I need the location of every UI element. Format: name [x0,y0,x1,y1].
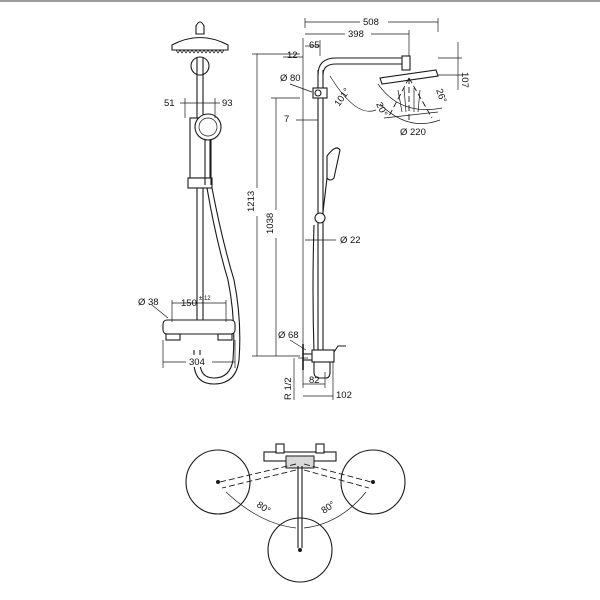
swept-arm-left-b [221,469,297,489]
hand-shower-face [198,117,218,137]
dim-398-bg [345,27,371,39]
sheet-top-border [0,0,600,2]
angle-arc-101 [329,75,377,112]
dim-101-angle-label: 101° [332,86,352,109]
shower-hose-outer [199,187,235,379]
dim-38-leader [151,304,169,319]
swing-circle-left [185,449,251,515]
side-hose [312,224,315,353]
dim-r12-label: R 1/2 [283,377,294,400]
side-mixer-lever [333,345,346,353]
spray-line-1 [387,77,410,119]
dim-1213-bg [251,188,264,216]
spray-ray-d [417,89,421,113]
dim-65-label: 65 [309,40,320,51]
dim-7-label: 7 [284,114,289,125]
dim-51-label: 51 [164,98,175,109]
side-outlet [313,362,331,379]
swing-circle-center [267,517,333,583]
top-left-valve [275,443,285,454]
dim-107-label: 107 [459,72,470,88]
shower-hose-inner [193,187,241,385]
swept-arm-left-a [219,463,297,483]
side-elbow [312,87,328,99]
dim-20-angle-label: 20° [373,101,389,119]
swing-center-middle [298,548,302,552]
side-elbow-hole [314,89,322,97]
side-hand-shower-handle [322,177,328,213]
dim-508-label: 508 [363,17,379,28]
dim-80-leader [289,83,313,93]
side-holder-knob [314,212,326,224]
dim-150-tolerance: ± 12 [199,296,211,302]
dim-12-label: 12 [287,50,298,61]
top-mixer-body [285,455,315,469]
spray-ray-a [397,89,403,113]
swing-arc-right [303,491,367,529]
shower-arm-bottom [322,63,402,76]
dim-26-angle-label: 26° [433,87,448,104]
angle-arc-spray [379,103,441,124]
side-shower-head [379,69,439,85]
shower-arm-top [317,57,402,76]
angle-80-right-label: 80° [319,499,337,516]
showerhead-top-nut [195,21,205,35]
top-right-valve [315,443,325,454]
overhead-shower-head [171,36,229,51]
thermostat-left-knob [165,333,181,341]
dim-508-bg [360,15,388,27]
dim-82-label: 82 [309,375,320,386]
dim-38-label: Ø 38 [138,297,159,308]
swing-circle-right [340,449,406,515]
front-view: 51 93 Ø 38 150 ± 12 304 [138,21,241,385]
dim-1038-bg [270,210,283,238]
dim-80-label: Ø 80 [280,73,301,84]
dim-398-label: 398 [348,29,364,40]
thermostat-body [162,319,236,335]
swing-center-left [216,480,220,484]
dim-150-label: 150 [181,298,197,309]
dim-68-leader [289,339,307,351]
dim-1038-label: 1038 [265,213,276,234]
swept-arm-right-b [303,469,370,489]
swing-arc-left [225,491,297,529]
arm-head-connector [401,55,411,71]
showerhead-nozzles [175,49,225,54]
dim-220-line [383,111,439,119]
side-view: 508 398 65 12 107 Ø 80 101° 20° [246,15,470,401]
dim-304-bg [186,355,212,367]
swing-center-right [371,480,375,484]
spray-ray-b [403,87,407,113]
dim-220-label: Ø 220 [400,127,426,138]
dim-1213-label: 1213 [246,191,257,212]
side-hand-shower [326,147,341,181]
thermostat-right-knob [217,333,233,341]
dim-22-label: Ø 22 [340,235,361,246]
dim-102-label: 102 [336,390,352,401]
swept-arm-right-a [303,463,372,483]
dim-68-label: Ø 68 [278,330,299,341]
spray-line-3 [408,77,433,119]
dim-93-label: 93 [222,98,233,109]
dim-304-label: 304 [189,357,205,368]
angle-80-left-label: 80° [254,499,272,516]
angle-arc-head [377,83,443,110]
shower-arm-joint [190,56,210,76]
side-mixer-body [311,349,335,363]
holder-clamp [187,177,213,189]
top-view: 80° 80° [185,443,406,583]
